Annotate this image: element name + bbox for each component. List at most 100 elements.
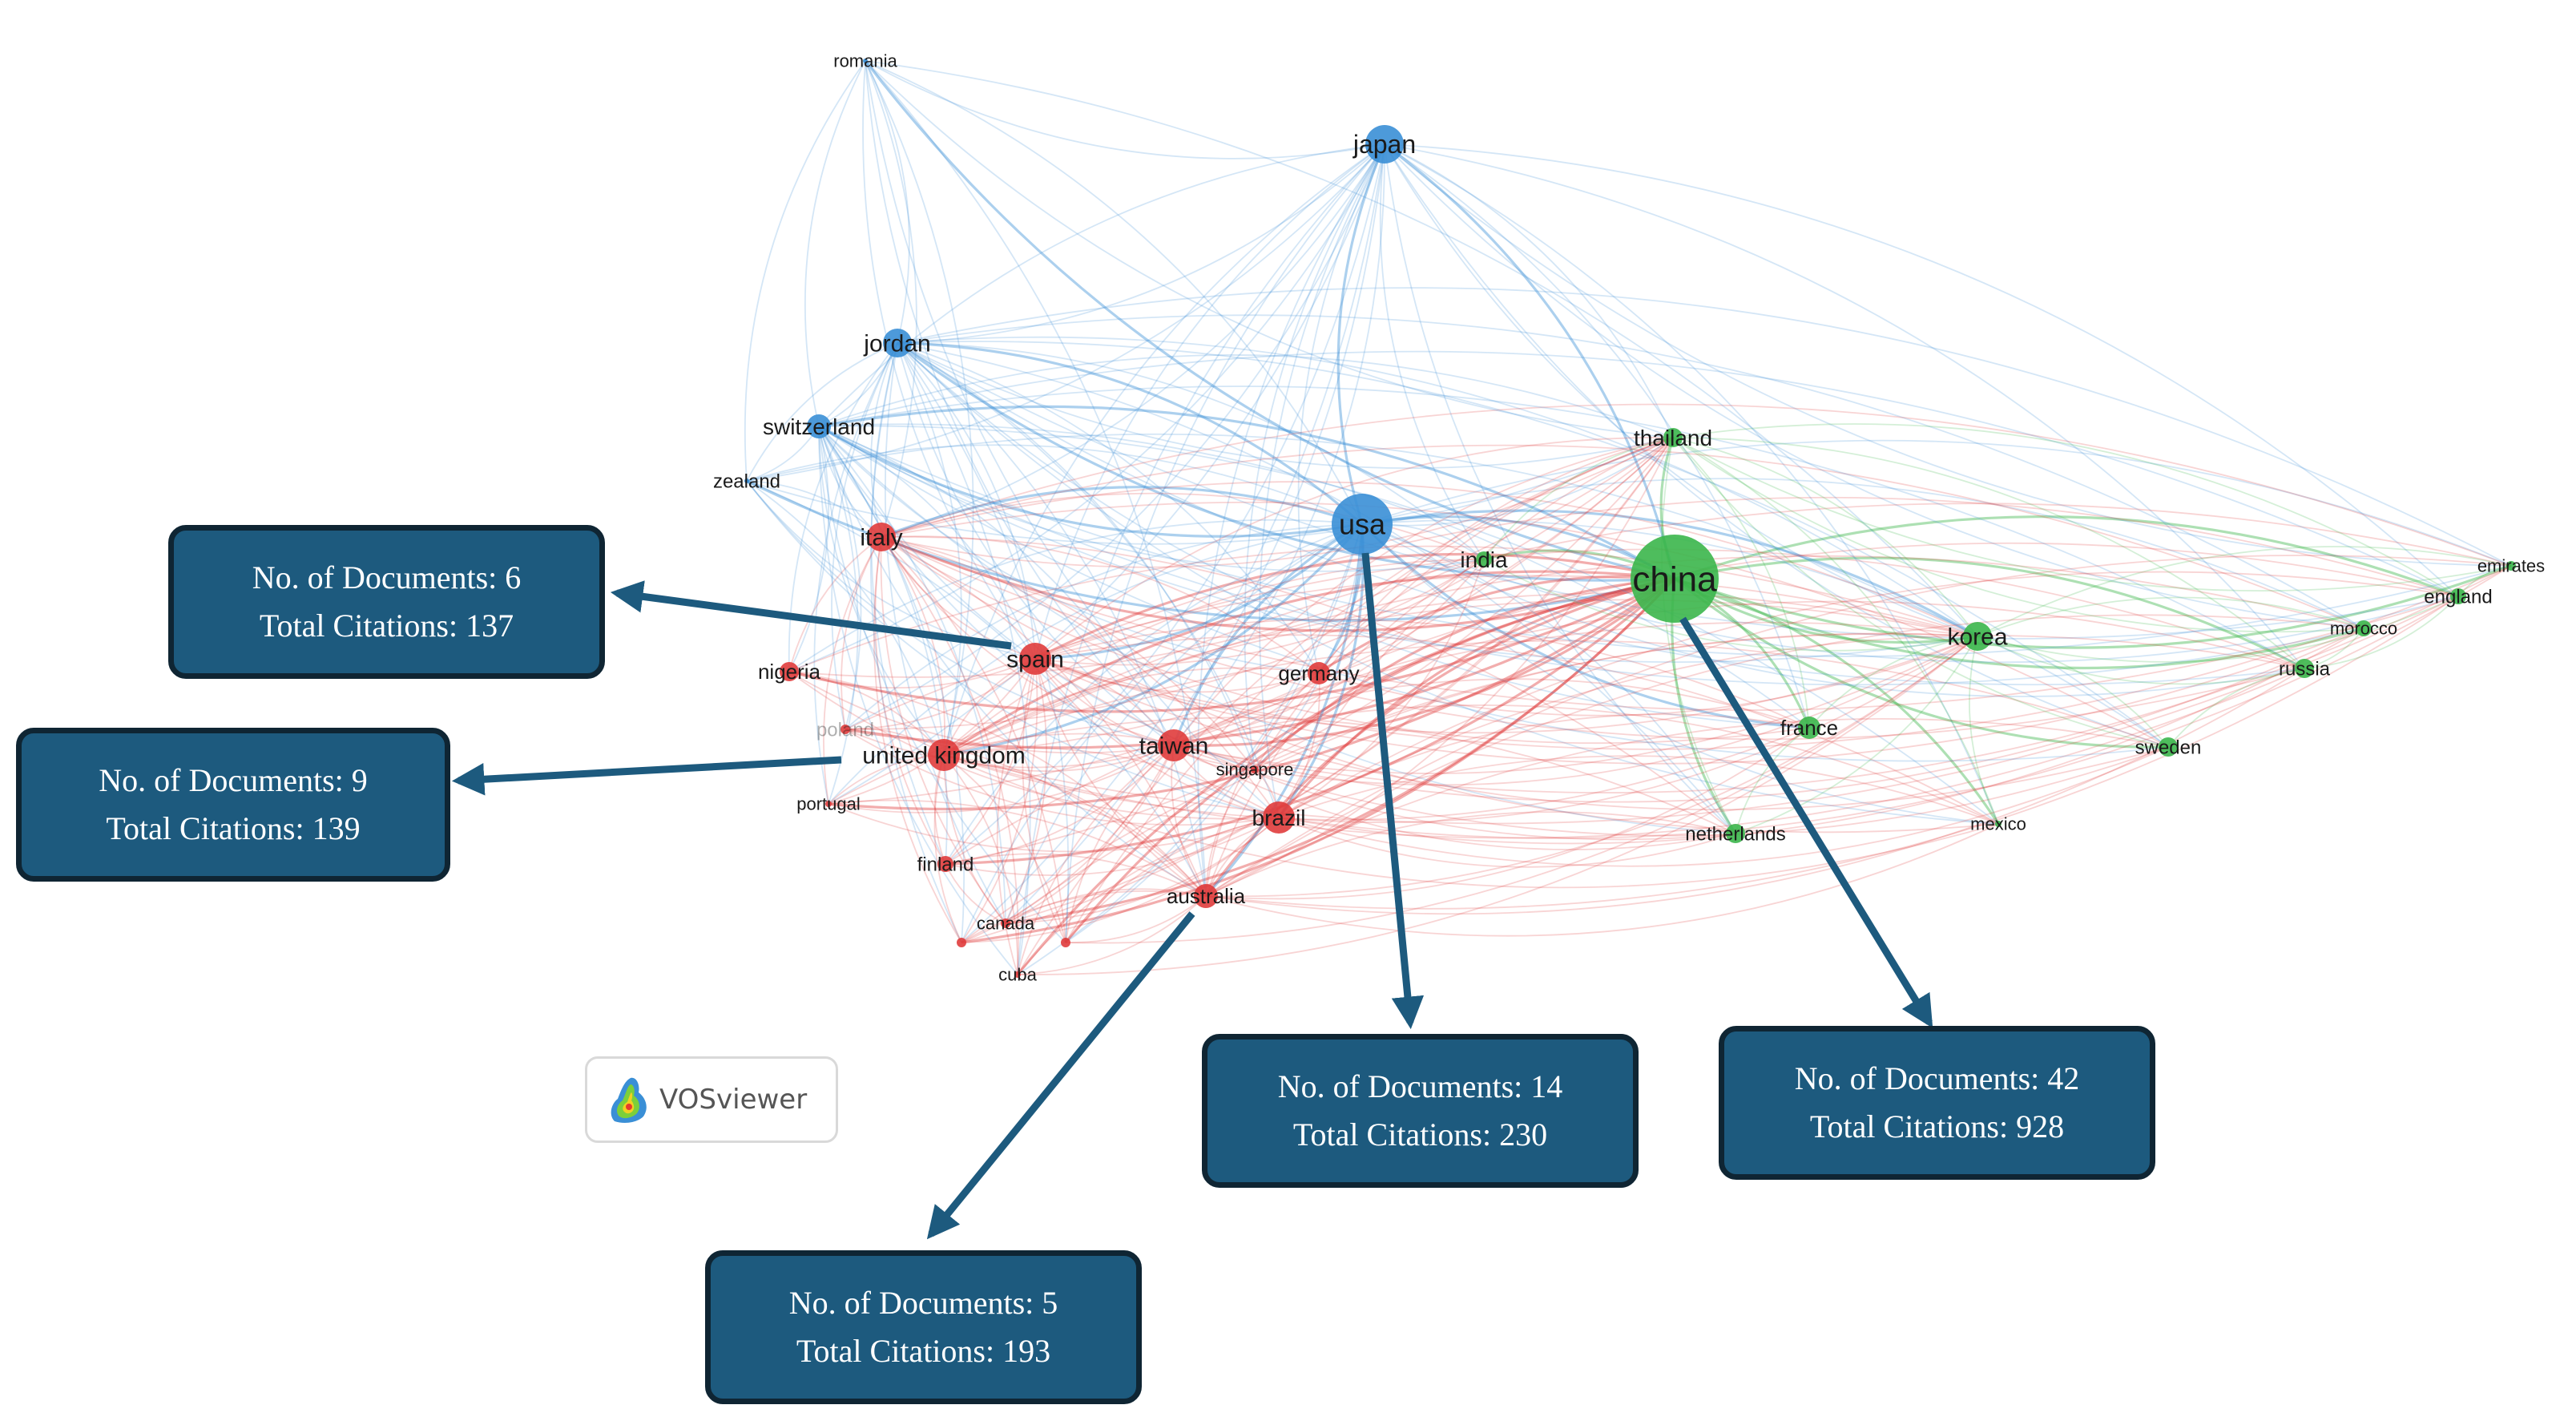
collaboration-link [818, 354, 1674, 438]
collaboration-link [1173, 672, 1320, 746]
node-jordan [883, 329, 912, 357]
collaboration-link [881, 536, 2459, 711]
collaboration-link [1278, 713, 1810, 818]
collaboration-link [870, 342, 946, 865]
collaboration-link [1034, 559, 1485, 666]
callout-china: No. of Documents: 42 Total Citations: 92… [1719, 1026, 2155, 1180]
node-brazil [1263, 801, 1295, 834]
collaboration-link [1278, 746, 2169, 867]
collaboration-link [943, 437, 1674, 756]
collaboration-link [881, 536, 1810, 745]
node-label: taiwan [1139, 733, 1209, 760]
node-label: australia [1167, 884, 1246, 908]
collaboration-link [881, 403, 2512, 567]
collaboration-link [865, 60, 1385, 159]
node-taiwan [1158, 729, 1190, 761]
collaboration-link [945, 658, 1036, 865]
collaboration-link [845, 523, 1363, 730]
node-label: emirates [2477, 556, 2545, 576]
collaboration-link [1384, 143, 1674, 438]
collaboration-link [943, 747, 1280, 818]
collaboration-link [943, 733, 1256, 770]
collaboration-link [1034, 634, 1999, 825]
node-label: germany [1278, 661, 1359, 685]
collaboration-link [1977, 636, 2169, 748]
collaboration-link [1278, 559, 1485, 818]
callout-united-kingdom: No. of Documents: 9 Total Citations: 139 [16, 728, 450, 882]
node-label: cuba [998, 965, 1037, 985]
collaboration-link [1005, 577, 1676, 925]
collaboration-link [1173, 636, 1978, 774]
node-label: thailand [1634, 426, 1712, 450]
collaboration-link [828, 577, 1675, 811]
collaboration-link [828, 599, 1978, 805]
node-label: morocco [2330, 619, 2397, 639]
collaboration-link [818, 425, 1999, 825]
node-label: sweden [2135, 737, 2202, 758]
collaboration-link [2167, 668, 2305, 748]
collaboration-link [746, 437, 1674, 545]
collaboration-link [943, 754, 1207, 897]
collaboration-link [1361, 478, 2364, 629]
collaboration-link [1034, 618, 1810, 729]
collaboration-link [1065, 636, 1978, 944]
collaboration-link [1674, 564, 2512, 649]
collaboration-link [1244, 143, 1385, 770]
collaboration-link [1735, 727, 1810, 834]
collaboration-link [1034, 658, 1207, 897]
collaboration-link [1384, 143, 1676, 579]
collaboration-link [828, 523, 1363, 805]
node-thailand [1663, 428, 1683, 447]
collaboration-link [1065, 895, 1207, 943]
node-switzerland [807, 414, 831, 438]
collaboration-link [1384, 143, 2305, 669]
collaboration-link [865, 60, 1280, 818]
node-label: united kingdom [862, 743, 1025, 769]
collaboration-link [1197, 143, 1385, 897]
collaboration-link [788, 342, 898, 672]
collaboration-link [897, 342, 1070, 943]
collaboration-link [1672, 437, 2305, 669]
callout-arrows [451, 552, 1933, 1240]
node-label: zealand [713, 470, 780, 492]
collaboration-link [881, 535, 1675, 632]
collaboration-link [943, 658, 1036, 756]
node-england [2450, 588, 2466, 604]
collaboration-link [881, 501, 2169, 748]
collaboration-link [897, 342, 1036, 660]
collaboration-link [864, 60, 1675, 580]
arrow-united-kingdom [451, 756, 842, 796]
collaboration-link [1205, 668, 2305, 915]
collaboration-link [881, 536, 1280, 818]
collaboration-link [1017, 817, 1280, 975]
callout-documents: No. of Documents: 6 [252, 559, 522, 595]
collaboration-link [818, 426, 1036, 660]
collaboration-link [897, 341, 1364, 526]
collaboration-link [881, 536, 1036, 660]
collaboration-link [1384, 143, 1999, 825]
collaboration-link [897, 342, 2305, 686]
collaboration-link [818, 425, 1363, 538]
vosviewer-logo-icon [611, 1077, 647, 1123]
collaboration-link [1173, 628, 2364, 803]
collaboration-link [1173, 143, 1385, 746]
collaboration-link [1672, 423, 2459, 597]
collaboration-link [1278, 817, 1736, 868]
arrow-spain [610, 580, 1012, 650]
collaboration-link [1064, 577, 1675, 944]
collaboration-link [1005, 817, 1280, 924]
collaboration-link [1017, 437, 1674, 975]
collaboration-link [1034, 658, 1320, 693]
collaboration-link [1361, 515, 1675, 580]
collaboration-link [788, 577, 1675, 713]
collaboration-link [845, 729, 1280, 826]
node-unlabeled [957, 938, 966, 947]
collaboration-link [788, 671, 945, 756]
collaboration-link [881, 536, 1736, 834]
collaboration-link [881, 492, 1485, 560]
collaboration-link [1173, 542, 2459, 746]
collaboration-link [1977, 596, 2364, 637]
collaboration-link [788, 143, 1385, 672]
collaboration-link [1672, 437, 2364, 633]
collaboration-link [943, 503, 2512, 756]
